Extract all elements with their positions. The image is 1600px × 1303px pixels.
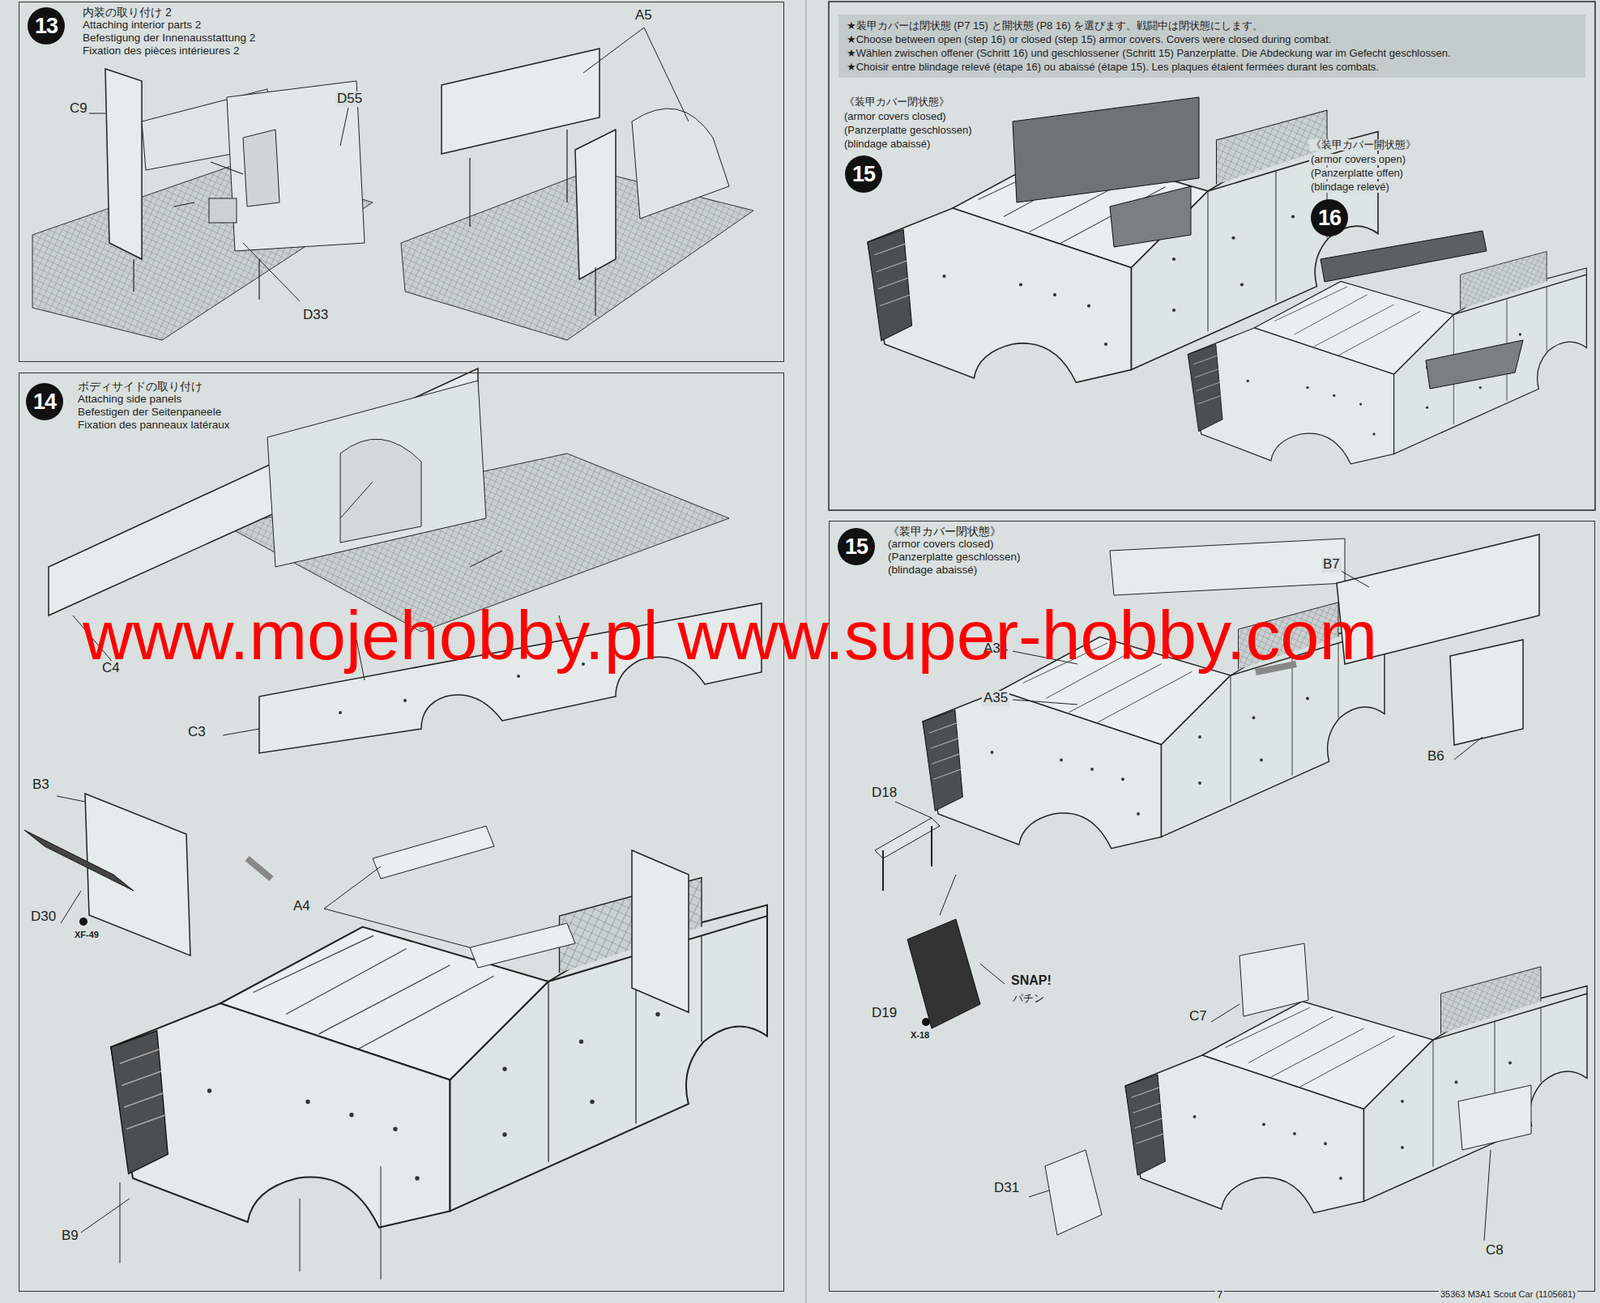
part-label: B7 (1321, 557, 1342, 573)
step-number-text: 13 (34, 13, 58, 39)
part-label: B3 (30, 777, 52, 794)
note-line: ★装甲カバーは閉状態 (P7 15) と開状態 (P8 16) を選びます。戦闘… (846, 18, 1578, 33)
note-line: ★Choose between open (step 16) or closed… (846, 32, 1578, 47)
step-title: Fixation des pièces intérieures 2 (82, 44, 256, 58)
part-label: B9 (59, 1228, 81, 1245)
step-number: 16 (1310, 199, 1349, 237)
step-number: 15 (837, 528, 875, 566)
part-label: B6 (1425, 749, 1447, 765)
step-title: (blindage abaissé) (887, 563, 1021, 577)
step-title: (armor covers closed) (887, 537, 1021, 551)
step-title: Befestigen der Seitenpaneele (77, 405, 231, 419)
step-panel: 内装の取り付け 2Attaching interior parts 2Befes… (18, 1, 785, 363)
step-number-text: 16 (1318, 205, 1341, 231)
part-label: C8 (1484, 1243, 1506, 1259)
note-line: ★Wählen zwischen offener (Schritt 16) un… (846, 46, 1578, 60)
step-title: Attaching side panels (77, 392, 231, 406)
step-title: (Panzerplatte geschlossen) (887, 550, 1021, 564)
caption-text: 35363 M3A1 Scout Car (1105681) (1438, 1289, 1578, 1300)
watermark: www.mojehobby.pl www.super-hobby.com (81, 597, 1379, 675)
step-number: 15 (844, 155, 883, 193)
part-label: A5 (633, 8, 654, 24)
caption-text: 《装甲カバー開状態》 (1309, 139, 1418, 151)
step-title: Fixation des panneaux latéraux (77, 418, 231, 432)
part-label: C7 (1187, 1009, 1209, 1025)
part-label: A35 (981, 691, 1010, 707)
step-number-text: 15 (844, 534, 868, 560)
caption-text: (blindage relevé) (1309, 181, 1391, 193)
part-label: C9 (68, 101, 90, 117)
step-title: 《装甲カバー閉状態》 (887, 524, 1021, 538)
part-label: D18 (870, 785, 899, 802)
caption-text: XF-49 (72, 930, 101, 940)
caption-text: 《装甲カバー閉状態》 (842, 96, 952, 108)
part-label: D33 (301, 307, 330, 324)
note-box: ★装甲カバーは閉状態 (P7 15) と開状態 (P8 16) を選びます。戦闘… (838, 14, 1586, 78)
caption-text: X-18 (908, 1030, 931, 1041)
caption-text: (blindage abaissé) (842, 138, 932, 150)
part-label: D31 (992, 1181, 1021, 1197)
step-title: Befestigung der Innenausstattung 2 (82, 31, 256, 45)
part-label: D19 (870, 1006, 899, 1022)
part-label: D30 (29, 909, 58, 926)
step-number: 13 (27, 7, 65, 45)
part-label: D55 (335, 91, 364, 107)
step-number-text: 14 (33, 389, 56, 415)
caption-text: (armor covers open) (1309, 153, 1408, 166)
step-number: 14 (25, 383, 64, 421)
step-title: ボディサイドの取り付け (77, 379, 231, 393)
note-line: ★Choisir entre blindage relevé (étape 16… (846, 59, 1578, 74)
part-label: C3 (186, 725, 208, 741)
step-panel: ボディサイドの取り付けAttaching side panelsBefestig… (18, 372, 785, 1293)
caption-text: (Panzerplatte geschlossen) (842, 124, 974, 137)
step-title: Attaching interior parts 2 (82, 18, 256, 32)
caption-text: (Panzerplatte offen) (1309, 167, 1405, 180)
caption-text: パチン (1011, 993, 1046, 1005)
caption-text: 7 (1215, 1289, 1225, 1302)
step-title: 内装の取り付け 2 (82, 5, 256, 19)
caption-text: (armor covers closed) (842, 110, 948, 123)
step-number-text: 15 (852, 162, 875, 188)
part-label: SNAP! (1009, 973, 1054, 989)
part-label: A4 (291, 899, 312, 915)
